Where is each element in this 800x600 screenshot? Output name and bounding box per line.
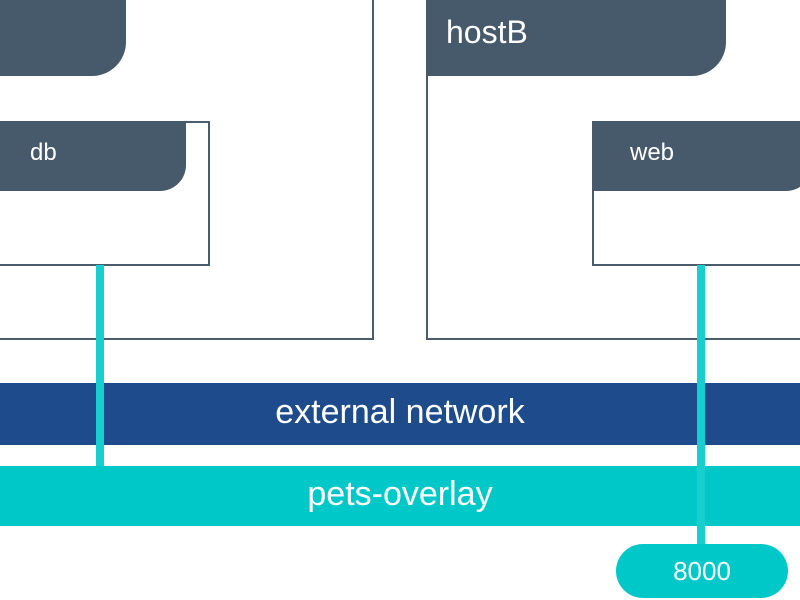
external-network-band: external network (0, 383, 800, 445)
db-overlay-connector (96, 265, 104, 466)
web-container-label: web (592, 121, 800, 191)
published-port-badge: 8000 (616, 544, 788, 598)
web-overlay-connector (697, 265, 705, 547)
pets-overlay-network-band: pets-overlay (0, 466, 800, 526)
host-a-label (0, 0, 126, 76)
db-container-label: db (0, 121, 186, 191)
host-b-label: hostB (426, 0, 726, 76)
